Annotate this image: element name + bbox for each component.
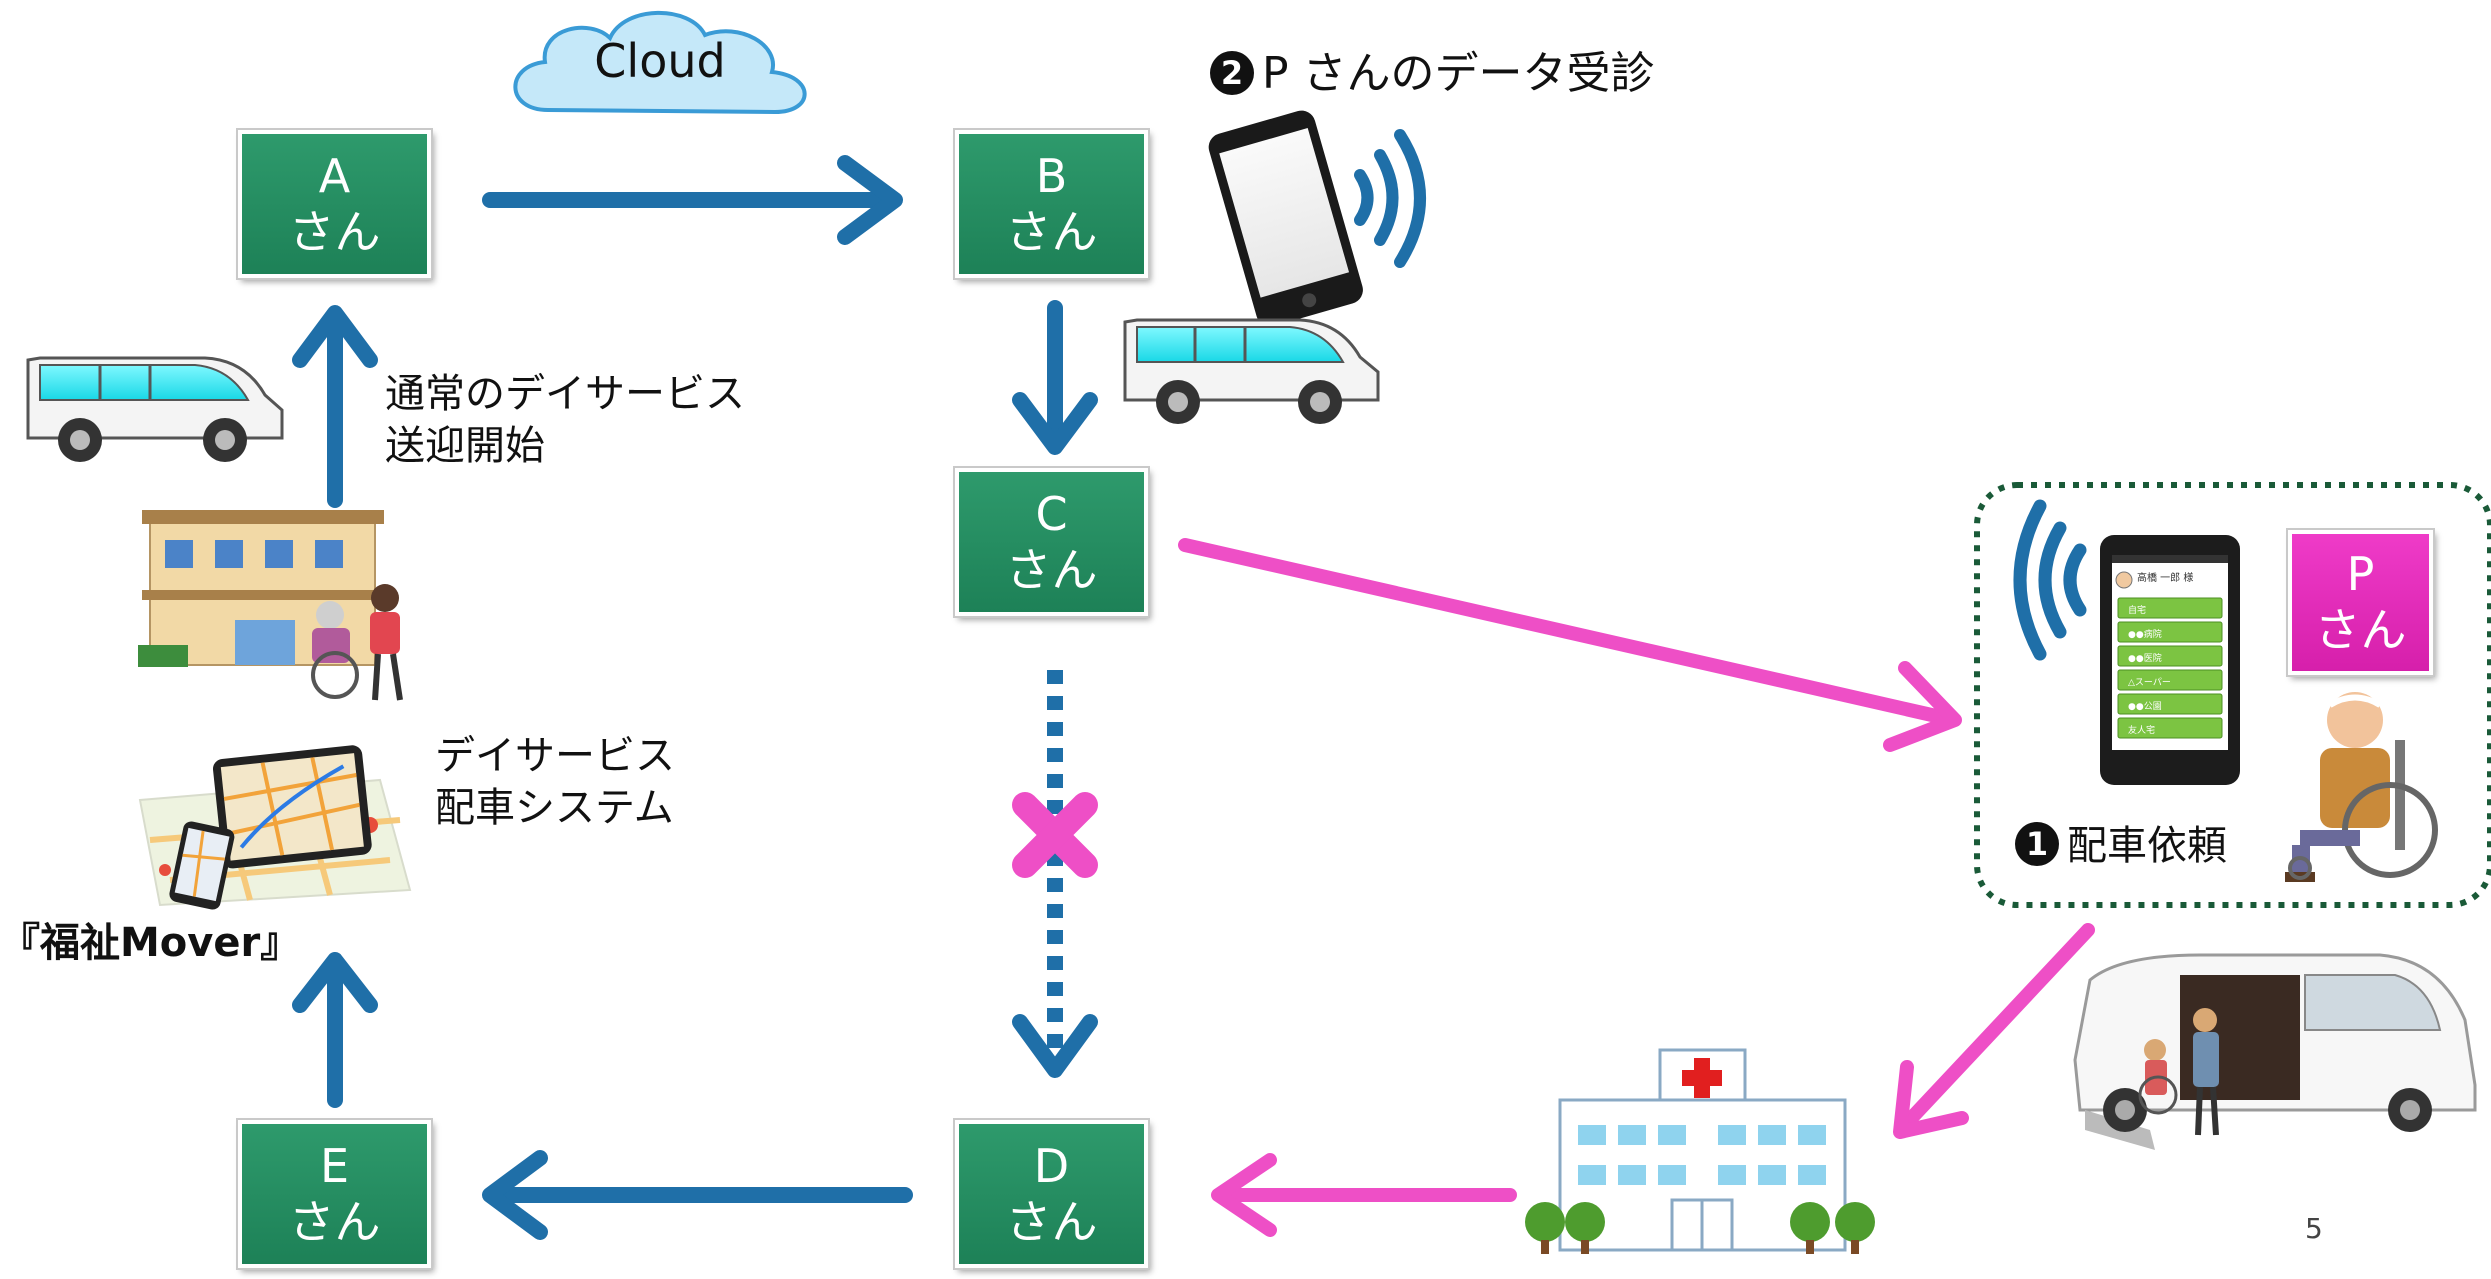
flow-arrows-pink	[1178, 538, 2095, 1237]
phone-menu-item: ●●公園	[2128, 702, 2162, 712]
van-icon-center	[1123, 318, 1380, 424]
node-c: C さん	[955, 468, 1148, 616]
node-e-suffix: さん	[288, 1195, 381, 1249]
node-p-letter: P	[2346, 547, 2375, 601]
node-a-suffix: さん	[288, 205, 381, 259]
step1-number-badge: 1	[2015, 822, 2059, 866]
node-b-suffix: さん	[1005, 205, 1098, 259]
node-c-suffix: さん	[1005, 543, 1098, 597]
node-b: B さん	[955, 130, 1148, 278]
node-e: E さん	[238, 1120, 431, 1268]
wireless-signal-icon-right	[2013, 499, 2087, 661]
step2-text: P さんのデータ受診	[1262, 48, 1655, 99]
phone-menu-item: ●●病院	[2128, 630, 2162, 640]
node-d: D さん	[955, 1120, 1148, 1268]
dispatch-system-map-icon	[138, 745, 412, 910]
node-e-letter: E	[319, 1139, 350, 1193]
arrow-facility-to-a	[292, 305, 378, 508]
dispatch-app-phone-icon	[2100, 535, 2240, 785]
phone-menu-item: 友人宅	[2128, 726, 2156, 736]
arrow-c-to-p	[1178, 538, 1962, 752]
dispatch-system-label: デイサービス 配車システム	[435, 730, 675, 834]
arrow-p-to-hospital	[1893, 923, 2095, 1139]
flow-arrows-blue	[292, 155, 1098, 1240]
node-c-letter: C	[1035, 487, 1068, 541]
wireless-signal-icon	[1354, 129, 1426, 268]
arrow-a-to-b	[482, 155, 903, 245]
cancel-x-icon	[1012, 792, 1098, 878]
dispatch-system-label-line1: デイサービス	[435, 733, 675, 779]
cloud-label: Cloud	[594, 34, 726, 88]
phone-screen-header: 高橋 一郎 様	[2137, 573, 2194, 584]
system-name-title: 『福祉Mover』	[0, 920, 301, 966]
step1-text: 配車依頼	[2067, 823, 2227, 869]
phone-screen-menu: 自宅 ●●病院 ●●医院 △スーパー ●●公園 友人宅	[2128, 599, 2220, 743]
arrow-d-to-e	[482, 1150, 913, 1240]
phone-menu-item: 自宅	[2128, 606, 2147, 616]
welfare-van-icon	[2073, 953, 2477, 1150]
dayservice-label-line1: 通常のデイサービス	[385, 371, 745, 417]
dayservice-facility-icon	[138, 510, 403, 701]
node-a: A さん	[238, 130, 431, 278]
node-a-letter: A	[318, 149, 351, 203]
cloud-icon	[513, 10, 807, 115]
smartphone-icon	[1208, 110, 1363, 327]
dayservice-label-line2: 送迎開始	[385, 423, 545, 469]
node-p: P さん	[2288, 530, 2433, 675]
node-d-suffix: さん	[1005, 1195, 1098, 1249]
node-p-suffix: さん	[2314, 603, 2407, 657]
dispatch-system-label-line2: 配車システム	[435, 785, 674, 831]
arrow-c-to-d-cancelled	[1012, 670, 1098, 1078]
van-icon-left	[26, 356, 284, 462]
node-d-letter: D	[1033, 1139, 1070, 1193]
arrow-e-to-system	[292, 952, 378, 1108]
dayservice-label: 通常のデイサービス 送迎開始	[385, 368, 745, 472]
elderly-wheelchair-user-icon	[2285, 692, 2438, 882]
page-number: 5	[2305, 1212, 2323, 1245]
phone-menu-item: ●●医院	[2128, 654, 2162, 664]
hospital-icon	[1525, 1048, 1875, 1254]
arrow-hospital-to-d	[1211, 1153, 1517, 1237]
arrow-b-to-c	[1012, 300, 1098, 455]
node-b-letter: B	[1035, 149, 1068, 203]
step2-number-badge: 2	[1210, 51, 1254, 95]
phone-menu-item: △スーパー	[2128, 678, 2171, 688]
